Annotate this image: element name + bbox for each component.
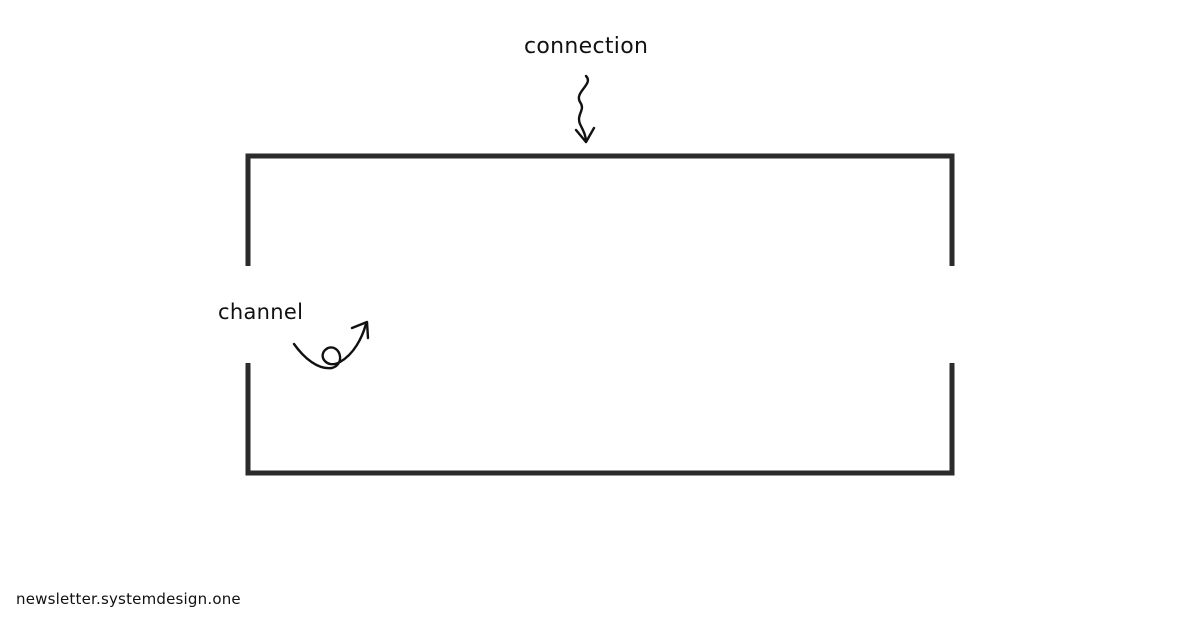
connection-label: connection [524, 34, 649, 59]
connection-frame-top [245, 153, 955, 266]
channel-label: channel [218, 300, 304, 324]
squiggle-arrow-down-icon [574, 74, 596, 144]
site-footer-text: newsletter.systemdesign.one [16, 590, 241, 608]
connection-frame-bottom [245, 363, 955, 476]
curl-arrow-up-icon [292, 320, 370, 370]
